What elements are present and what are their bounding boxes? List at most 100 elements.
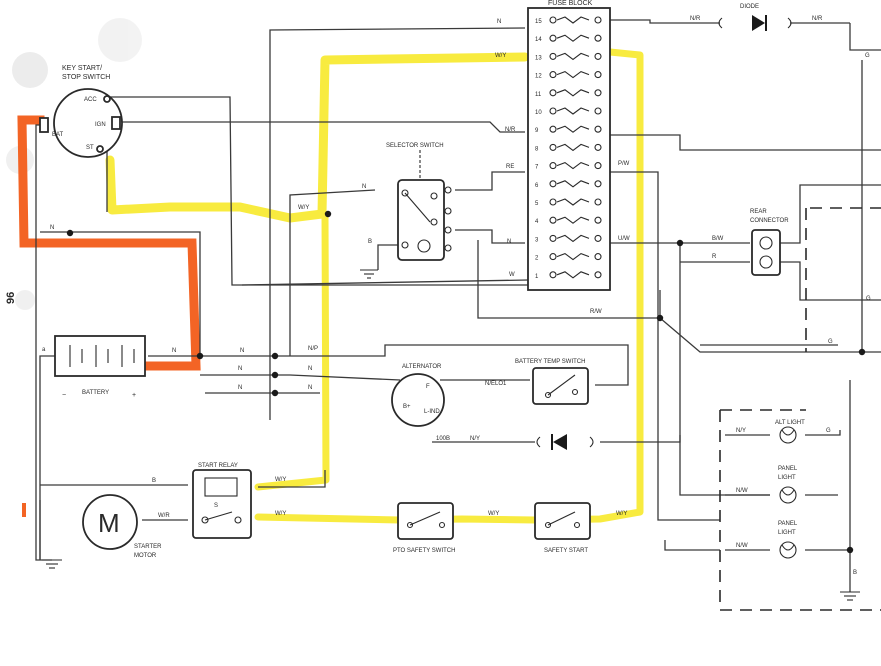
wire-label: N <box>497 19 501 25</box>
wire-label: N/W <box>736 488 748 494</box>
wire-label: R/W <box>590 309 602 315</box>
battery-pos: + <box>132 392 136 399</box>
fuse-terminal-left <box>549 16 557 24</box>
wire-label: G <box>826 428 831 434</box>
wire-label: 100B <box>436 436 450 442</box>
fuse-terminal-right <box>594 180 602 188</box>
fuse-element <box>556 271 590 279</box>
start-relay: START RELAY S <box>192 463 252 539</box>
start-relay-s: S <box>214 503 218 509</box>
fuse-element <box>556 125 590 133</box>
fuse-terminal-left <box>549 107 557 115</box>
fuse-number: 9 <box>535 128 539 134</box>
wire-label: B <box>853 570 857 576</box>
wire-label: G <box>865 53 870 59</box>
fuse-number: 14 <box>535 37 542 43</box>
fuse-15: 15 <box>535 16 602 25</box>
wire-label: R <box>712 254 717 260</box>
fuse-element <box>556 143 590 152</box>
fuse-2: 2 <box>535 252 602 262</box>
fuse-number: 2 <box>535 256 539 262</box>
wire-label: G <box>866 296 871 302</box>
fuse-terminal-left <box>549 143 557 151</box>
fuse-4: 4 <box>535 216 602 225</box>
starter-motor: M STARTER MOTOR <box>82 494 162 559</box>
key-switch: KEY START/ STOP SWITCH ACC BAT IGN ST <box>39 65 123 158</box>
diode-mid <box>536 434 594 450</box>
wire-label: W/Y <box>616 511 627 517</box>
alt-light: ALT LIGHT <box>775 420 805 444</box>
starter-motor-symbol: M <box>98 508 120 538</box>
panel-light-2: PANEL LIGHT <box>778 521 798 559</box>
wire-label: N <box>507 239 511 245</box>
wire-label: N <box>308 366 312 372</box>
dashed-enclosure <box>719 207 881 611</box>
alt-terminal-l: L-IND <box>424 409 440 415</box>
wire-label: W/Y <box>275 511 286 517</box>
wire-label: W/Y <box>495 53 506 59</box>
pto-safety-switch-label: PTO SAFETY SWITCH <box>393 548 455 554</box>
fuse-number: 8 <box>535 146 539 152</box>
selector-switch-label: SELECTOR SWITCH <box>386 143 444 149</box>
fuse-element <box>556 107 590 115</box>
wire-label: N <box>50 225 54 231</box>
wire-label: N/W <box>736 543 748 549</box>
wires <box>35 19 881 592</box>
ground-symbol-selector <box>360 269 378 279</box>
fuse-terminal-left <box>549 180 557 188</box>
start-relay-label: START RELAY <box>198 463 238 469</box>
page-side-mark: 96 <box>5 292 17 304</box>
safety-start: SAFETY START <box>534 502 591 554</box>
fuse-terminal-right <box>594 162 602 170</box>
fuse-terminal-left <box>549 34 557 42</box>
panel-light-1-label-1: PANEL <box>778 466 798 472</box>
fuse-element <box>556 70 590 79</box>
wire-label: N/R <box>812 16 823 22</box>
wire-label: N <box>362 184 366 190</box>
fuse-terminal-left <box>549 198 557 206</box>
wire-label: N <box>308 385 312 391</box>
fuse-element <box>556 16 590 24</box>
battery-neg: − <box>62 392 66 399</box>
wire-label: N/ELO1 <box>485 381 507 387</box>
pto-safety-switch: PTO SAFETY SWITCH <box>393 502 455 554</box>
selector-switch: SELECTOR SWITCH <box>386 143 452 261</box>
alternator: ALTERNATOR B+ F L-IND <box>391 364 445 427</box>
fuse-element <box>556 34 590 42</box>
fuse-terminal-right <box>594 107 602 115</box>
wire-label: W/Y <box>488 511 499 517</box>
wire-label: U/W <box>618 236 630 242</box>
panel-light-2-label-1: PANEL <box>778 521 798 527</box>
fuse-number: 15 <box>535 19 542 25</box>
fuse-terminal-right <box>594 52 602 60</box>
fuse-terminal-left <box>549 52 557 60</box>
fuse-number: 7 <box>535 165 539 171</box>
wire-label: N <box>238 366 242 372</box>
ground-symbol-right <box>840 591 860 601</box>
wire-label: W/R <box>158 513 170 519</box>
fuse-number: 4 <box>535 219 539 225</box>
fuse-element <box>556 89 590 97</box>
fuse-number: 3 <box>535 237 539 243</box>
panel-light-1: PANEL LIGHT <box>778 466 798 504</box>
fuse-block-label: FUSE BLOCK <box>548 0 593 7</box>
rear-connector: REAR CONNECTOR <box>750 209 789 276</box>
fuse-element <box>556 252 590 261</box>
fuse-number: 10 <box>535 110 542 116</box>
fuse-element <box>556 161 590 170</box>
wire-label: W/Y <box>275 477 286 483</box>
diode-label: DIODE <box>740 4 759 10</box>
fuse-terminal-left <box>549 234 557 242</box>
fuse-11: 11 <box>535 89 602 98</box>
battery-temp-switch-label: BATTERY TEMP SWITCH <box>515 359 585 365</box>
fuse-9: 9 <box>535 125 602 134</box>
fuse-terminal-left <box>549 89 557 97</box>
fuse-number: 1 <box>535 274 539 280</box>
junction-dots <box>66 210 866 554</box>
fuse-14: 14 <box>535 34 602 43</box>
fuse-12: 12 <box>535 70 602 80</box>
starter-motor-label-1: STARTER <box>134 544 162 550</box>
panel-light-1-label-2: LIGHT <box>778 475 796 481</box>
